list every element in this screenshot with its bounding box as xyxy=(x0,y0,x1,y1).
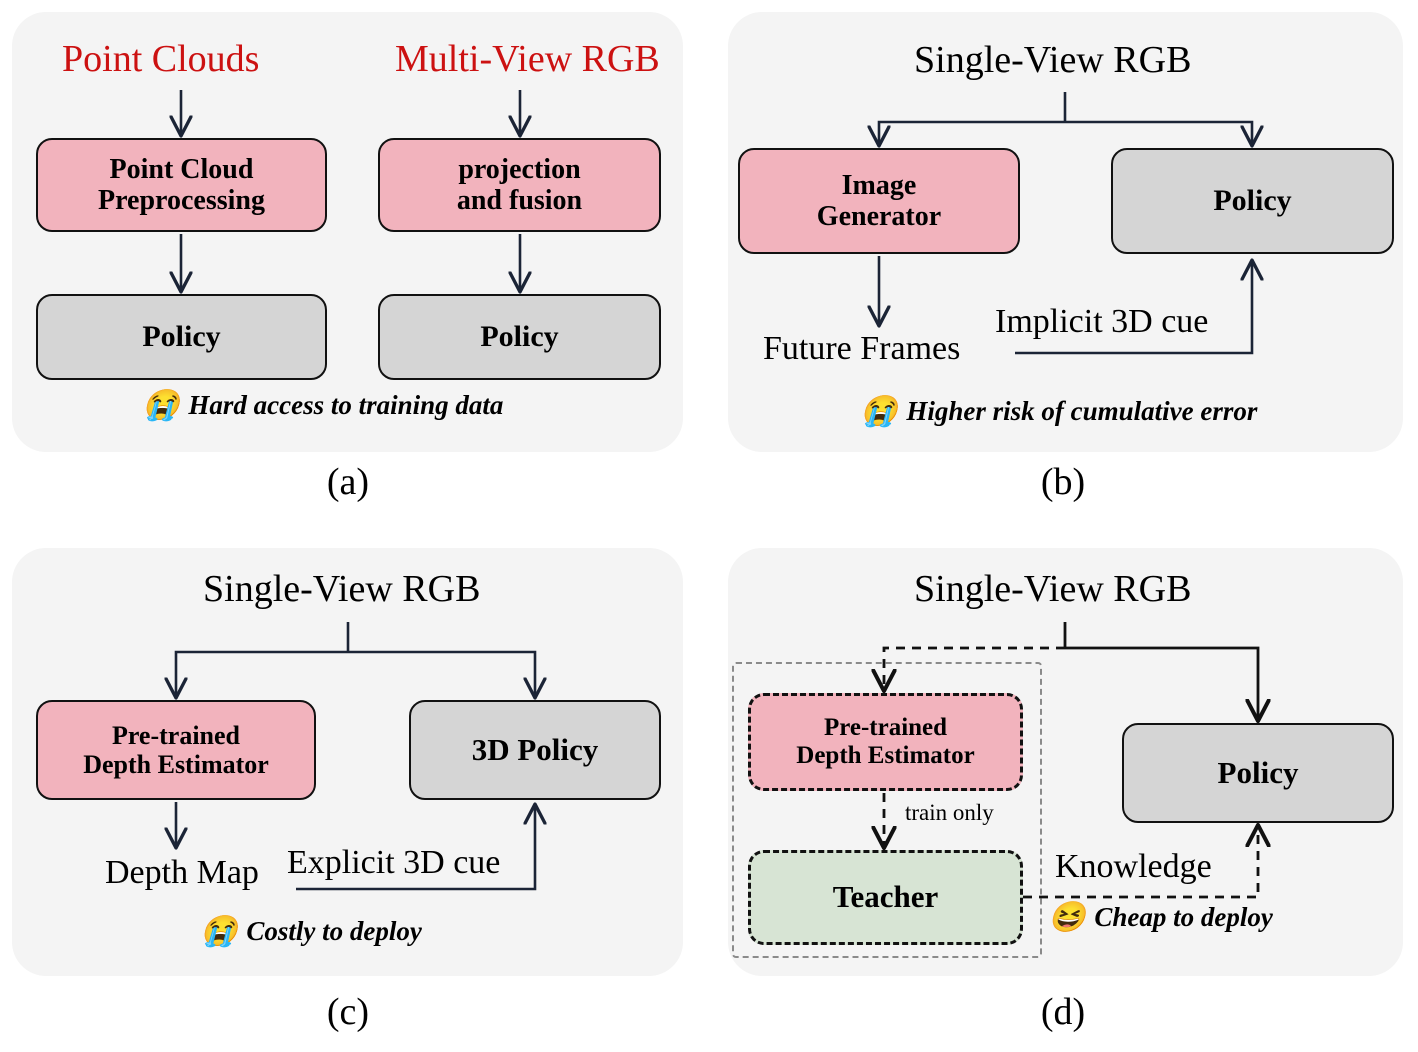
panel-b-node-ig-line2: Generator xyxy=(816,201,942,232)
loudly-crying-face-icon: 😭 xyxy=(200,914,238,948)
panel-d-node-teacher: Teacher xyxy=(748,850,1023,945)
panel-d-edge-label-knowledge: Knowledge xyxy=(1055,848,1212,885)
panel-c-node-pretrained-depth-estimator: Pre-trained Depth Estimator xyxy=(36,700,316,800)
panel-d-caption: (d) xyxy=(1040,991,1086,1033)
panel-a-node-pcp-line2: Preprocessing xyxy=(98,185,265,216)
panel-b-input-single-view-rgb: Single-View RGB xyxy=(914,39,1192,81)
panel-b-output-future-frames: Future Frames xyxy=(763,330,961,367)
panel-c-note: 😭 Costly to deploy xyxy=(200,916,422,947)
panel-a-caption: (a) xyxy=(326,461,370,503)
panel-d-node-pde-line1: Pre-trained xyxy=(823,714,948,741)
panel-a-input-multi-view-rgb: Multi-View RGB xyxy=(395,38,660,80)
panel-a-policy-right-label: Policy xyxy=(480,320,559,354)
panel-d-edge-label-train-only: train only xyxy=(905,800,994,825)
panel-b-node-image-generator: Image Generator xyxy=(738,148,1020,254)
panel-b-policy-label: Policy xyxy=(1213,184,1292,218)
panel-c-caption: (c) xyxy=(326,991,370,1033)
panel-c-note-text: Costly to deploy xyxy=(246,916,422,946)
panel-d-node-pde-line2: Depth Estimator xyxy=(796,742,975,769)
panel-d-policy-label: Policy xyxy=(1217,754,1299,790)
panel-b-note-text: Higher risk of cumulative error xyxy=(906,396,1258,426)
panel-d-teacher-label: Teacher xyxy=(832,879,939,915)
panel-c-output-depth-map: Depth Map xyxy=(105,854,259,891)
panel-a-note-text: Hard access to training data xyxy=(188,390,504,420)
panel-a-node-policy-left: Policy xyxy=(36,294,327,380)
panel-a-node-point-cloud-preprocessing: Point Cloud Preprocessing xyxy=(36,138,327,232)
panel-b-edge-label-implicit-3d-cue: Implicit 3D cue xyxy=(995,303,1209,340)
panel-a-policy-left-label: Policy xyxy=(142,320,221,354)
panel-a-node-pcp-line1: Point Cloud xyxy=(109,153,254,185)
panel-c-node-3d-policy: 3D Policy xyxy=(409,700,661,800)
panel-c-node-pde-line2: Depth Estimator xyxy=(83,750,269,779)
panel-a-input-point-clouds: Point Clouds xyxy=(62,38,260,80)
panel-b-caption: (b) xyxy=(1040,461,1086,503)
panel-c-node-pde-line1: Pre-trained xyxy=(111,720,241,750)
panel-c-3d-policy-label: 3D Policy xyxy=(471,731,599,767)
panel-a-node-paf-line2: and fusion xyxy=(456,185,583,216)
panel-c-edge-label-explicit-3d-cue: Explicit 3D cue xyxy=(287,844,501,881)
loudly-crying-face-icon: 😭 xyxy=(142,388,180,422)
loudly-crying-face-icon: 😭 xyxy=(860,394,898,428)
panel-d-node-policy: Policy xyxy=(1122,723,1394,823)
panel-b-node-policy: Policy xyxy=(1111,148,1394,254)
panel-b-node-ig-line1: Image xyxy=(841,169,917,201)
panel-b-note: 😭 Higher risk of cumulative error xyxy=(860,396,1257,427)
panel-a-node-projection-and-fusion: projection and fusion xyxy=(378,138,661,232)
panel-c-input-single-view-rgb: Single-View RGB xyxy=(203,568,481,610)
grinning-face-with-angled-eyebrows-icon: 😆 xyxy=(1048,900,1086,934)
panel-d-note: 😆 Cheap to deploy xyxy=(1048,902,1273,933)
panel-a-node-paf-line1: projection xyxy=(458,153,581,185)
panel-d-note-text: Cheap to deploy xyxy=(1094,902,1273,932)
panel-a-node-policy-right: Policy xyxy=(378,294,661,380)
panel-d-node-pretrained-depth-estimator: Pre-trained Depth Estimator xyxy=(748,693,1023,791)
panel-d-input-single-view-rgb: Single-View RGB xyxy=(914,568,1192,610)
panel-a-note: 😭 Hard access to training data xyxy=(142,390,503,421)
